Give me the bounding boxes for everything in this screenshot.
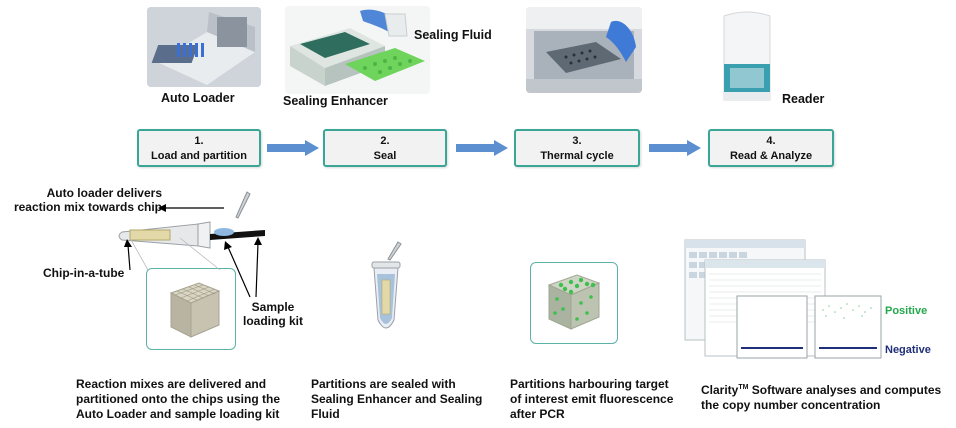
caption-text: Software analyses and computes <box>748 383 942 397</box>
fluorescence-box <box>530 262 618 344</box>
zoom-lines <box>129 237 221 271</box>
caption-line: Reaction mixes are delivered and <box>76 377 267 391</box>
caption-line: after PCR <box>510 407 565 421</box>
caption-step-2: Partitions are sealed with Sealing Enhan… <box>311 377 482 422</box>
step-number: 4. <box>766 135 776 147</box>
caption-line: Fluid <box>311 407 340 421</box>
chip-in-a-tube-label: Chip-in-a-tube <box>43 266 125 280</box>
caption-step-4: ClarityTM Software analyses and computes… <box>701 380 941 413</box>
note-line: loading kit <box>243 314 303 328</box>
auto-loader-label: Auto Loader <box>161 91 235 105</box>
arrow-right-icon <box>267 140 319 156</box>
positive-label: Positive <box>885 305 928 317</box>
note-line: reaction mix towards chip <box>13 200 162 214</box>
auto-loader-photo <box>147 7 261 87</box>
step-number: 1. <box>194 135 204 147</box>
arrow-right-icon <box>456 140 508 156</box>
caption-line: Partitions are sealed with <box>311 377 456 391</box>
step-load-and-partition: 1. Load and partition <box>137 129 261 167</box>
caption-line: of interest emit fluorescence <box>510 392 674 406</box>
caption-step-3: Partitions harbouring target of interest… <box>510 377 673 422</box>
caption-step-1: Reaction mixes are delivered and partiti… <box>76 377 280 422</box>
step-seal: 2. Seal <box>323 129 447 167</box>
negative-label: Negative <box>885 344 931 356</box>
caption-line: Partitions harbouring target <box>510 377 669 391</box>
caption-line: Auto Loader and sample loading kit <box>76 407 280 421</box>
note-line: Auto loader delivers <box>46 186 162 200</box>
sealing-tube-illustration <box>371 241 402 329</box>
software-screenshot <box>684 239 882 359</box>
step-label: Seal <box>373 150 397 162</box>
trademark-mark: TM <box>738 384 749 391</box>
auto-loader-delivers-note: Auto loader delivers reaction mix toward… <box>10 186 162 214</box>
sealing-fluid-label: Sealing Fluid <box>414 28 492 42</box>
step-read-and-analyze: 4. Read & Analyze <box>708 129 834 167</box>
caption-clarity: Clarity <box>701 383 739 397</box>
arrow-right-icon <box>649 140 701 156</box>
sealing-enhancer-label: Sealing Enhancer <box>283 94 388 108</box>
reader-photo <box>716 8 778 106</box>
thermal-cycler-photo <box>526 7 642 93</box>
sealing-enhancer-photo <box>285 6 430 94</box>
step-thermal-cycle: 3. Thermal cycle <box>514 129 640 167</box>
reader-label: Reader <box>782 92 825 106</box>
caption-line: ClarityTM Software analyses and computes <box>701 380 941 398</box>
chip-zoom-box <box>146 268 236 350</box>
step-label: Thermal cycle <box>540 150 614 162</box>
pointer-arrows <box>124 204 262 298</box>
step-number: 2. <box>380 135 390 147</box>
sample-loading-kit-label: Sample loading kit <box>243 300 303 328</box>
step-label: Read & Analyze <box>729 150 813 162</box>
caption-line: partitioned onto the chips using the <box>76 392 280 406</box>
note-line: Sample <box>251 300 295 314</box>
caption-line: Sealing Enhancer and Sealing <box>311 392 483 406</box>
step-label: Load and partition <box>151 150 247 162</box>
chip-in-a-tube-illustration <box>118 191 265 249</box>
step-number: 3. <box>572 135 582 147</box>
caption-line: the copy number concentration <box>701 398 881 412</box>
